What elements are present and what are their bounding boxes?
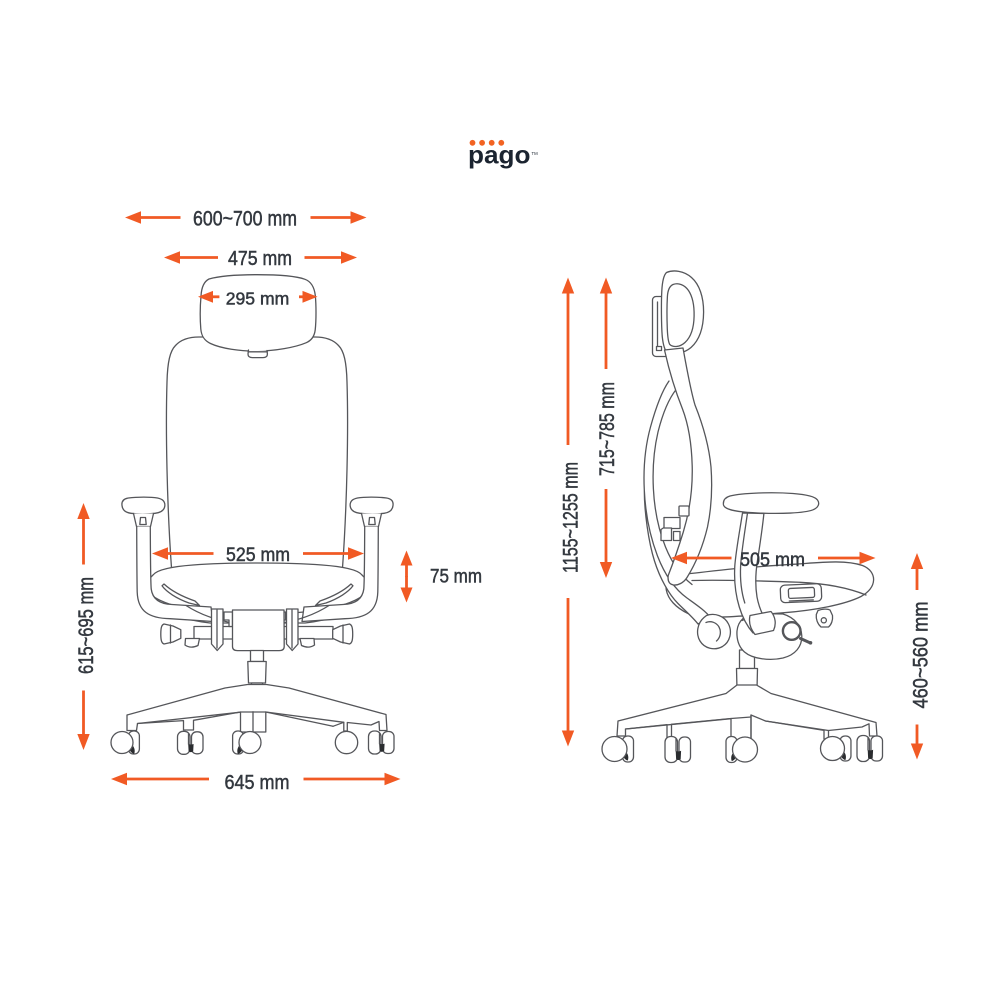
svg-text:505 mm: 505 mm <box>740 550 805 571</box>
svg-text:TM: TM <box>532 151 539 156</box>
svg-text:600~700 mm: 600~700 mm <box>193 208 297 231</box>
svg-text:645 mm: 645 mm <box>225 772 290 794</box>
svg-text:715~785 mm: 715~785 mm <box>596 382 619 476</box>
svg-text:1155~1255 mm: 1155~1255 mm <box>560 462 583 573</box>
svg-text:75 mm: 75 mm <box>430 567 482 588</box>
svg-text:295 mm: 295 mm <box>226 289 290 309</box>
svg-text:pago: pago <box>468 142 531 170</box>
svg-text:615~695 mm: 615~695 mm <box>75 577 98 674</box>
svg-text:460~560 mm: 460~560 mm <box>910 602 933 709</box>
svg-text:475 mm: 475 mm <box>228 248 292 270</box>
svg-text:525 mm: 525 mm <box>226 545 290 566</box>
